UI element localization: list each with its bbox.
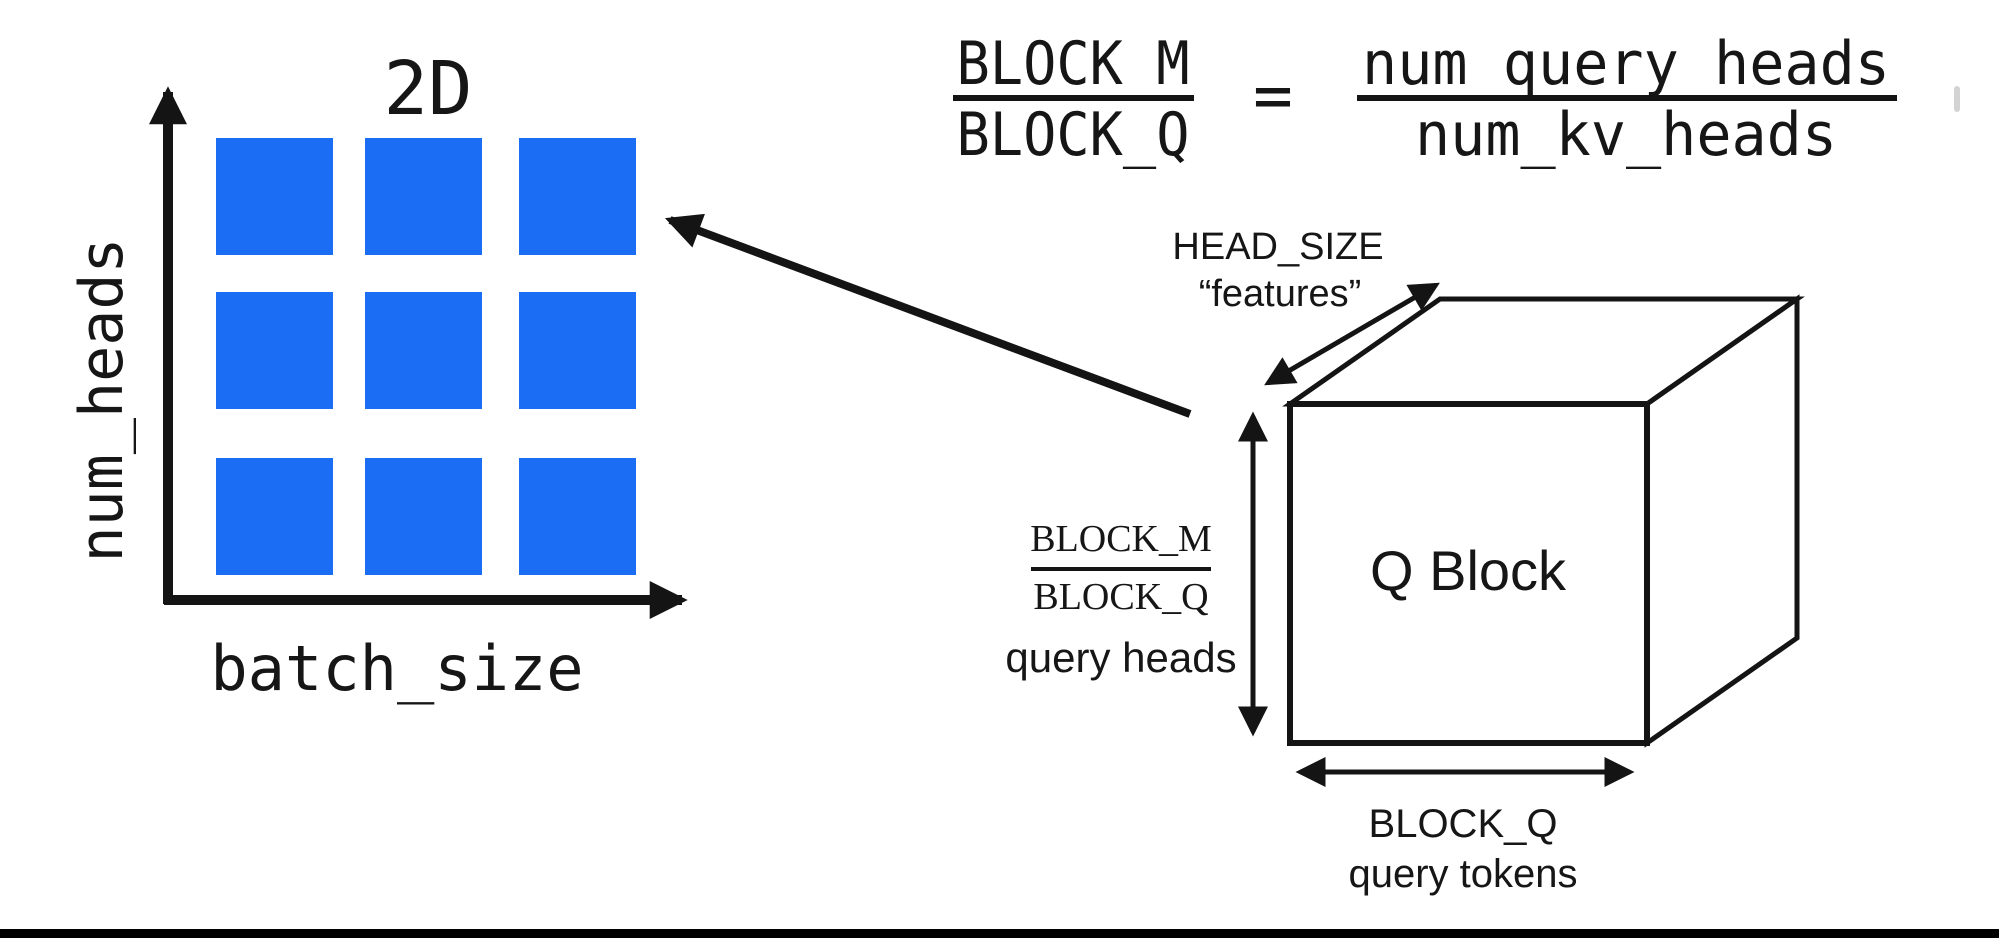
- height-dimension: BLOCK_M BLOCK_Q query heads: [1005, 411, 1268, 737]
- cube-face-label: Q Block: [1370, 539, 1567, 602]
- equation-lhs-numerator: BLOCK_M: [957, 29, 1190, 99]
- head-size-alias: “features”: [1199, 273, 1362, 315]
- grid-square: [216, 292, 333, 409]
- head-size-label: HEAD_SIZE: [1172, 226, 1383, 268]
- grid-square: [519, 138, 636, 255]
- equation-rhs-numerator: num_query_heads: [1362, 29, 1890, 99]
- x-axis-label: batch_size: [210, 632, 583, 705]
- grid-square: [216, 458, 333, 575]
- chart-title: 2D: [383, 46, 472, 132]
- q-block-cube: Q Block: [1282, 294, 1805, 748]
- grid-square: [519, 292, 636, 409]
- height-fraction-numerator: BLOCK_M: [1030, 518, 1212, 560]
- stray-mark: [1954, 86, 1960, 112]
- width-label: BLOCK_Q: [1369, 802, 1558, 846]
- cube-front-face: [1287, 401, 1650, 746]
- cube-to-grid-arrow: [664, 213, 1192, 418]
- grid-square: [365, 138, 482, 255]
- height-caption: query heads: [1005, 634, 1236, 681]
- grid-squares: [216, 138, 636, 575]
- equation-equals-sign: =: [1253, 57, 1293, 134]
- width-caption: query tokens: [1348, 852, 1577, 896]
- block-ratio-equation: BLOCK_M BLOCK_Q = num_query_heads num_kv…: [953, 29, 1960, 170]
- equation-rhs-denominator: num_kv_heads: [1415, 100, 1837, 170]
- height-fraction-denominator: BLOCK_Q: [1033, 576, 1208, 618]
- y-axis-label: num_heads: [67, 237, 137, 562]
- grid-square: [365, 292, 482, 409]
- bottom-divider: [0, 929, 1999, 938]
- width-dimension: BLOCK_Q query tokens: [1295, 757, 1635, 896]
- grid-square: [365, 458, 482, 575]
- equation-lhs-denominator: BLOCK_Q: [957, 100, 1190, 170]
- 2d-grid-chart: 2D num_heads batch_size: [67, 46, 688, 705]
- depth-dimension: HEAD_SIZE “features”: [1172, 226, 1440, 386]
- grid-square: [216, 138, 333, 255]
- head-size-arrow: [1264, 282, 1440, 386]
- grid-square: [519, 458, 636, 575]
